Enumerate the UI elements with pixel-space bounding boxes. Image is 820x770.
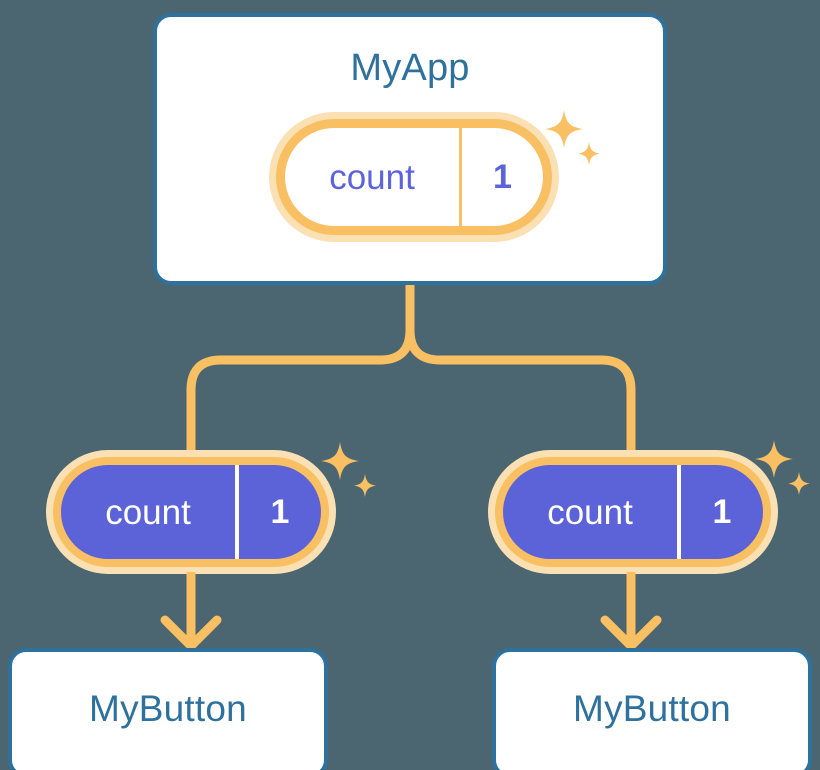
component-card-mybutton-left[interactable]: MyButton	[8, 648, 328, 770]
component-card-mybutton-right[interactable]: MyButton	[492, 648, 812, 770]
signal-pill-left[interactable]: count 1	[46, 450, 336, 574]
signal-pill-myapp[interactable]: count 1	[269, 112, 559, 242]
signal-key: count	[503, 465, 681, 559]
component-title: MyButton	[573, 688, 731, 729]
signal-value: 1	[712, 493, 732, 531]
signal-value: 1	[493, 158, 512, 196]
signal-pill-right[interactable]: count 1	[488, 450, 778, 574]
signal-pill-body: count 1	[53, 457, 329, 567]
signal-pill-body: count 1	[495, 457, 771, 567]
signal-pill-body: count 1	[276, 119, 552, 235]
signal-key: count	[61, 465, 239, 559]
component-title: MyApp	[350, 47, 470, 89]
signal-value: 1	[270, 493, 290, 531]
signal-key: count	[285, 128, 462, 226]
component-title: MyButton	[89, 688, 247, 729]
component-card-myapp[interactable]: MyApp count 1	[153, 13, 667, 285]
